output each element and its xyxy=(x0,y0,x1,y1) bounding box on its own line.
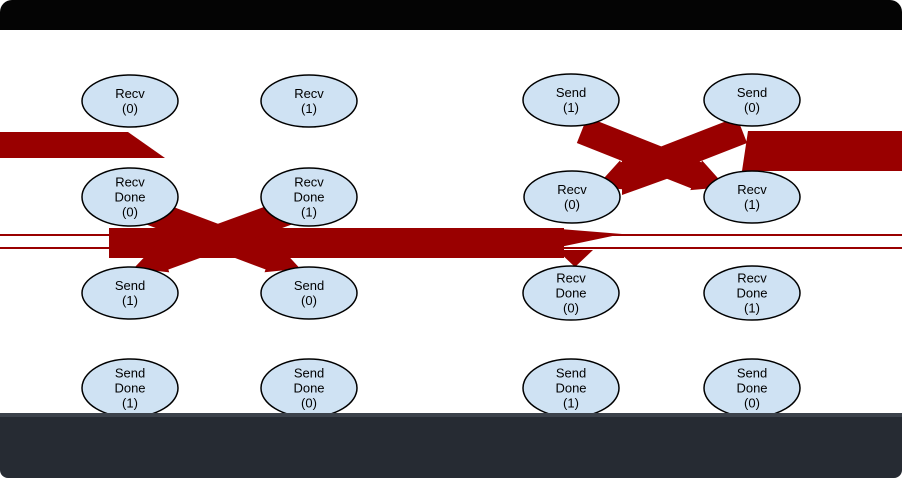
node-gpu1-recv-1-label: Recv(1) xyxy=(737,182,767,212)
node-gpu0-recv-1-shape xyxy=(260,74,358,128)
node-gpu0-recvdone-0-shape xyxy=(81,167,179,227)
node-gpu1-recv-1: Recv(1) xyxy=(703,170,801,224)
node-gpu1-recv-0-shape xyxy=(523,170,621,224)
node-gpu0-recv-0-label: Recv(0) xyxy=(115,86,145,116)
node-gpu0-send-1-label: Send(1) xyxy=(115,278,145,308)
node-gpu0-recv-1: Recv(1) xyxy=(260,74,358,128)
window-top-bar xyxy=(0,0,902,30)
node-gpu1-send-0-shape xyxy=(703,73,801,127)
node-gpu1-recv-0-label: Recv(0) xyxy=(557,182,587,212)
node-gpu0-send-0-shape xyxy=(260,266,358,320)
edge-horizontal-band-arrowhead xyxy=(557,250,593,267)
window-bottom-bar xyxy=(0,413,902,478)
node-gpu1-send-1: Send(1) xyxy=(522,73,620,127)
node-gpu1-send-0: Send(0) xyxy=(703,73,801,127)
edge-recvdone1-to-send1 xyxy=(133,199,293,273)
node-gpu1-recvdone-1-shape xyxy=(703,265,801,321)
node-gpu0-send-1-shape xyxy=(81,266,179,320)
node-gpu1-recv-1-shape xyxy=(703,170,801,224)
edge-horizontal-band-taper xyxy=(560,229,622,247)
edge-right-entry-band xyxy=(742,131,902,171)
node-gpu1-recv-0: Recv(0) xyxy=(523,170,621,224)
node-gpu0-recv-1-label: Recv(1) xyxy=(294,86,324,116)
edge-left-entry-band xyxy=(0,132,165,158)
node-gpu0-recvdone-1-shape xyxy=(260,167,358,227)
node-gpu1-send-1-shape xyxy=(522,73,620,127)
edge-cross-arrowhead xyxy=(622,158,672,195)
node-gpu1-send-0-label: Send(0) xyxy=(737,85,767,115)
node-gpu1-send-1-label: Send(1) xyxy=(556,85,586,115)
node-gpu0-recv-0: Recv(0) xyxy=(81,74,179,128)
node-gpu1-recvdone-0-shape xyxy=(522,265,620,321)
node-gpu0-recv-0-shape xyxy=(81,74,179,128)
node-gpu0-send-0: Send(0) xyxy=(260,266,358,320)
node-gpu0-send-1: Send(1) xyxy=(81,266,179,320)
node-gpu0-send-0-label: Send(0) xyxy=(294,278,324,308)
